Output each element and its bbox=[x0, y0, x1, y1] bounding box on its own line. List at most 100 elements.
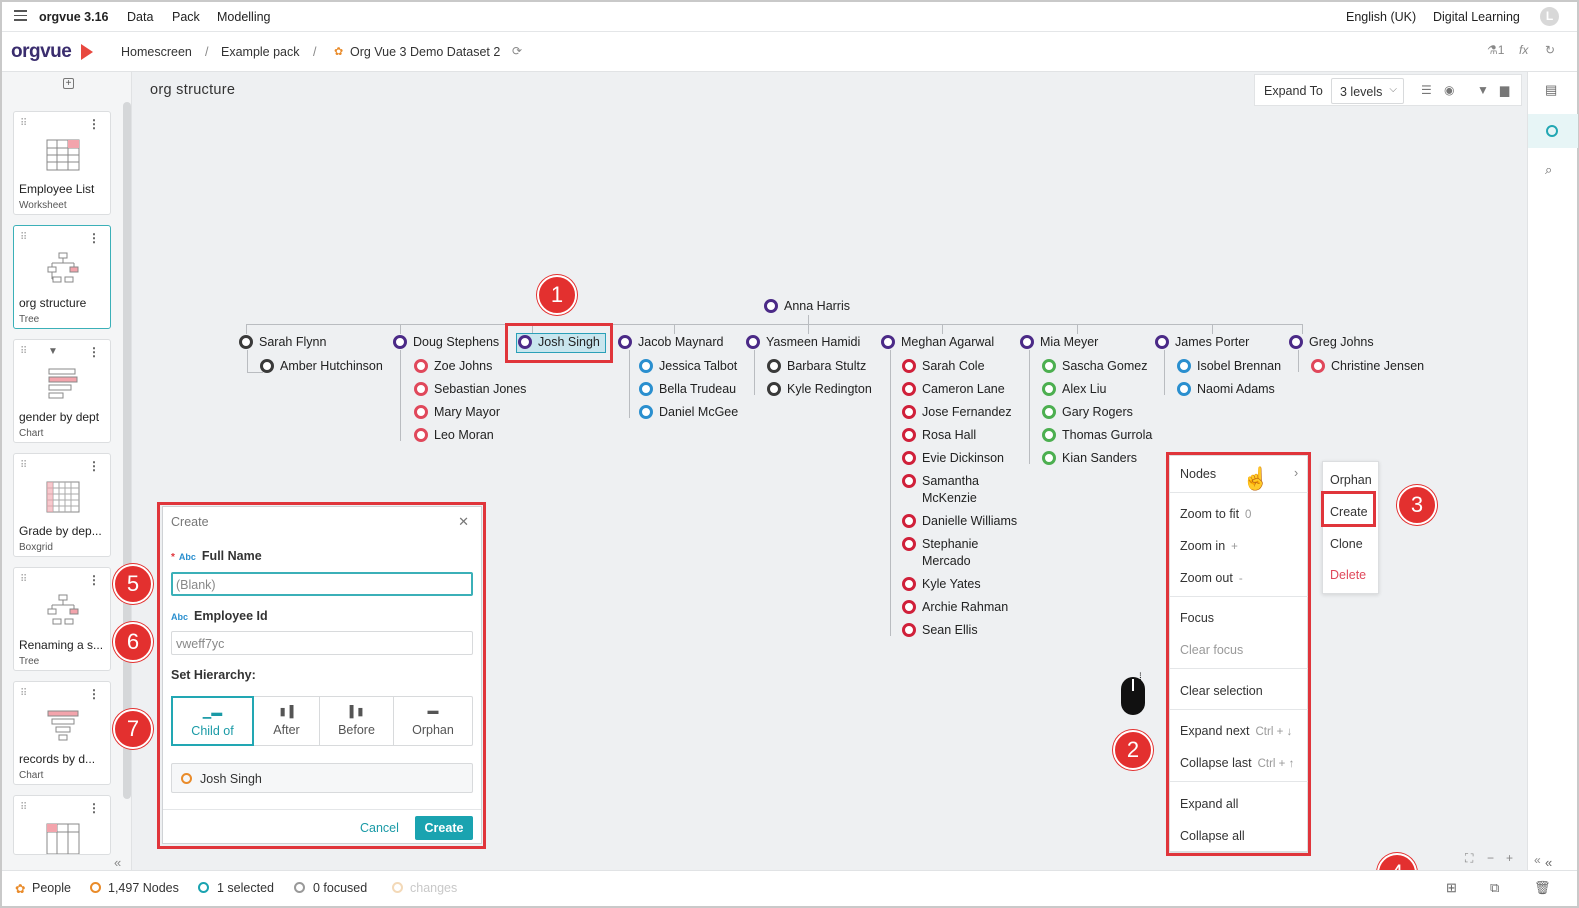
worksheet-icon bbox=[46, 823, 80, 854]
submenu-item-orphan[interactable]: Orphan bbox=[1330, 473, 1372, 487]
help-link[interactable]: Digital Learning bbox=[1433, 10, 1520, 24]
view-card-employee-list[interactable]: ⠿ ⋮ Employee List Worksheet bbox=[13, 111, 111, 215]
menu-pack[interactable]: Pack bbox=[172, 10, 200, 24]
hierarchy-option-child-of[interactable]: ▁▬Child of bbox=[171, 696, 254, 746]
menu-item-zoom-in[interactable]: Zoom in+ bbox=[1180, 539, 1238, 553]
view-card-title: gender by dept bbox=[19, 410, 100, 424]
view-card-partial[interactable]: ⠿ ⋮ bbox=[13, 795, 111, 855]
view-title: org structure bbox=[150, 82, 236, 98]
hamburger-menu-icon[interactable] bbox=[14, 10, 27, 21]
drag-handle-icon[interactable]: ⠿ bbox=[20, 802, 27, 813]
nodes-ring-icon bbox=[90, 882, 101, 893]
zoom-out-icon[interactable]: − bbox=[1487, 851, 1495, 865]
node-marker bbox=[1020, 335, 1034, 349]
view-card-gender-by-dept[interactable]: ⠿ ▼ ⋮ gender by dept Chart bbox=[13, 339, 111, 443]
language-selector[interactable]: English (UK) bbox=[1346, 10, 1417, 24]
node-marker bbox=[902, 451, 916, 465]
drag-handle-icon[interactable]: ⠿ bbox=[20, 574, 27, 585]
user-avatar[interactable]: L bbox=[1540, 7, 1559, 26]
view-card-type: Chart bbox=[19, 770, 44, 781]
list-icon[interactable]: ☰ bbox=[1421, 83, 1432, 97]
node-marker bbox=[1042, 451, 1056, 465]
close-icon[interactable]: ✕ bbox=[458, 514, 469, 529]
selected-count[interactable]: 1 selected bbox=[217, 881, 274, 895]
employee-id-input[interactable]: vweff7yc bbox=[171, 631, 473, 655]
drag-handle-icon[interactable]: ⠿ bbox=[20, 460, 27, 471]
more-options-icon[interactable]: ⋮ bbox=[88, 345, 100, 359]
text-type-icon: Abc bbox=[171, 612, 189, 622]
menu-item-collapse-all[interactable]: Collapse all bbox=[1180, 829, 1245, 843]
more-options-icon[interactable]: ⋮ bbox=[88, 117, 100, 131]
zoom-in-icon[interactable]: + bbox=[1506, 851, 1514, 865]
more-options-icon[interactable]: ⋮ bbox=[88, 231, 100, 245]
cancel-button[interactable]: Cancel bbox=[360, 821, 399, 835]
sidebar-scrollbar[interactable] bbox=[123, 102, 131, 799]
dialog-divider bbox=[163, 809, 481, 810]
search-icon[interactable]: ⌕ bbox=[1545, 162, 1553, 177]
submenu-item-delete[interactable]: Delete bbox=[1330, 568, 1367, 582]
collapse-sidebar-icon[interactable]: « bbox=[114, 855, 122, 870]
menu-item-focus[interactable]: Focus bbox=[1180, 611, 1215, 625]
add-node-icon[interactable]: ⊞ bbox=[1446, 880, 1457, 895]
breadcrumb-dataset[interactable]: Org Vue 3 Demo Dataset 2 bbox=[350, 45, 501, 59]
menu-item-clear-selection[interactable]: Clear selection bbox=[1180, 684, 1263, 698]
hierarchy-option-after[interactable]: ▮▐After bbox=[254, 697, 320, 745]
hierarchy-option-before[interactable]: ▌▮Before bbox=[320, 697, 394, 745]
collapse-panel-icon[interactable]: « bbox=[1534, 853, 1541, 867]
menu-data[interactable]: Data bbox=[127, 10, 154, 24]
drag-handle-icon[interactable]: ⠿ bbox=[20, 118, 27, 129]
node-properties-icon[interactable] bbox=[1546, 125, 1558, 137]
node-count[interactable]: 1,497 Nodes bbox=[108, 881, 179, 895]
orgvue-logo[interactable]: orgvue bbox=[11, 41, 72, 62]
add-view-icon[interactable]: + bbox=[63, 78, 74, 89]
submenu-item-clone[interactable]: Clone bbox=[1330, 537, 1363, 551]
breadcrumb-example-pack[interactable]: Example pack bbox=[221, 45, 300, 59]
sync-icon[interactable]: ⟳ bbox=[512, 44, 523, 58]
menu-item-zoom-out[interactable]: Zoom out- bbox=[1180, 571, 1243, 585]
menu-item-expand-all[interactable]: Expand all bbox=[1180, 797, 1239, 811]
selected-node-highlight[interactable] bbox=[516, 333, 606, 353]
comment-icon[interactable]: ▆ bbox=[1500, 83, 1510, 97]
create-button[interactable]: Create bbox=[415, 816, 473, 840]
drag-handle-icon[interactable]: ⠿ bbox=[20, 346, 27, 357]
view-card-org-structure[interactable]: ⠿ ⋮ org structure Tree bbox=[13, 225, 111, 329]
more-options-icon[interactable]: ⋮ bbox=[88, 573, 100, 587]
hand-pointer-icon: ☝ bbox=[1242, 466, 1270, 491]
focused-count[interactable]: 0 focused bbox=[313, 881, 368, 895]
more-options-icon[interactable]: ⋮ bbox=[88, 459, 100, 473]
formula-icon[interactable]: fx bbox=[1519, 43, 1529, 57]
user-count-icon[interactable]: ⚗1 bbox=[1487, 43, 1505, 57]
view-card-grade-by-dept[interactable]: ⠿ ⋮ Grade by dep... Boxgrid bbox=[13, 453, 111, 557]
dataset-name[interactable]: People bbox=[32, 881, 71, 895]
breadcrumb-homescreen[interactable]: Homescreen bbox=[121, 45, 192, 59]
palette-icon[interactable]: ◉ bbox=[1444, 83, 1455, 97]
fullscreen-icon[interactable]: ⛶ bbox=[1465, 851, 1474, 865]
hierarchy-option-orphan[interactable]: ▬Orphan bbox=[394, 697, 472, 745]
panel-icon[interactable]: ▤ bbox=[1545, 82, 1558, 97]
expand-levels-select[interactable]: 3 levels ⌵ bbox=[1331, 78, 1404, 104]
trash-icon[interactable]: 🗑 bbox=[1534, 880, 1551, 895]
node-marker bbox=[1042, 405, 1056, 419]
orphan-icon: ▬ bbox=[427, 705, 439, 717]
full-name-input[interactable]: (Blank) bbox=[171, 572, 473, 596]
filter-icon[interactable]: ▼ bbox=[1477, 83, 1489, 97]
parent-node-field[interactable]: Josh Singh bbox=[171, 763, 473, 793]
node-marker bbox=[764, 299, 778, 313]
view-card-renaming[interactable]: ⠿ ⋮ Renaming a s... Tree bbox=[13, 567, 111, 671]
view-card-type: Chart bbox=[19, 428, 44, 439]
duplicate-icon[interactable]: ⧉ bbox=[1490, 880, 1500, 895]
more-options-icon[interactable]: ⋮ bbox=[88, 687, 100, 701]
menu-item-nodes[interactable]: Nodes bbox=[1180, 467, 1217, 481]
view-card-records-by-dept[interactable]: ⠿ ⋮ records by d... Chart bbox=[13, 681, 111, 785]
collapse-rail-icon[interactable]: « bbox=[1545, 855, 1553, 870]
submenu-item-create[interactable]: Create bbox=[1330, 505, 1368, 519]
drag-handle-icon[interactable]: ⠿ bbox=[20, 688, 27, 699]
callout-box-modal bbox=[157, 502, 486, 849]
refresh-icon[interactable]: ↻ bbox=[1545, 43, 1556, 57]
drag-handle-icon[interactable]: ⠿ bbox=[20, 232, 27, 243]
more-options-icon[interactable]: ⋮ bbox=[88, 801, 100, 815]
menu-modelling[interactable]: Modelling bbox=[217, 10, 271, 24]
